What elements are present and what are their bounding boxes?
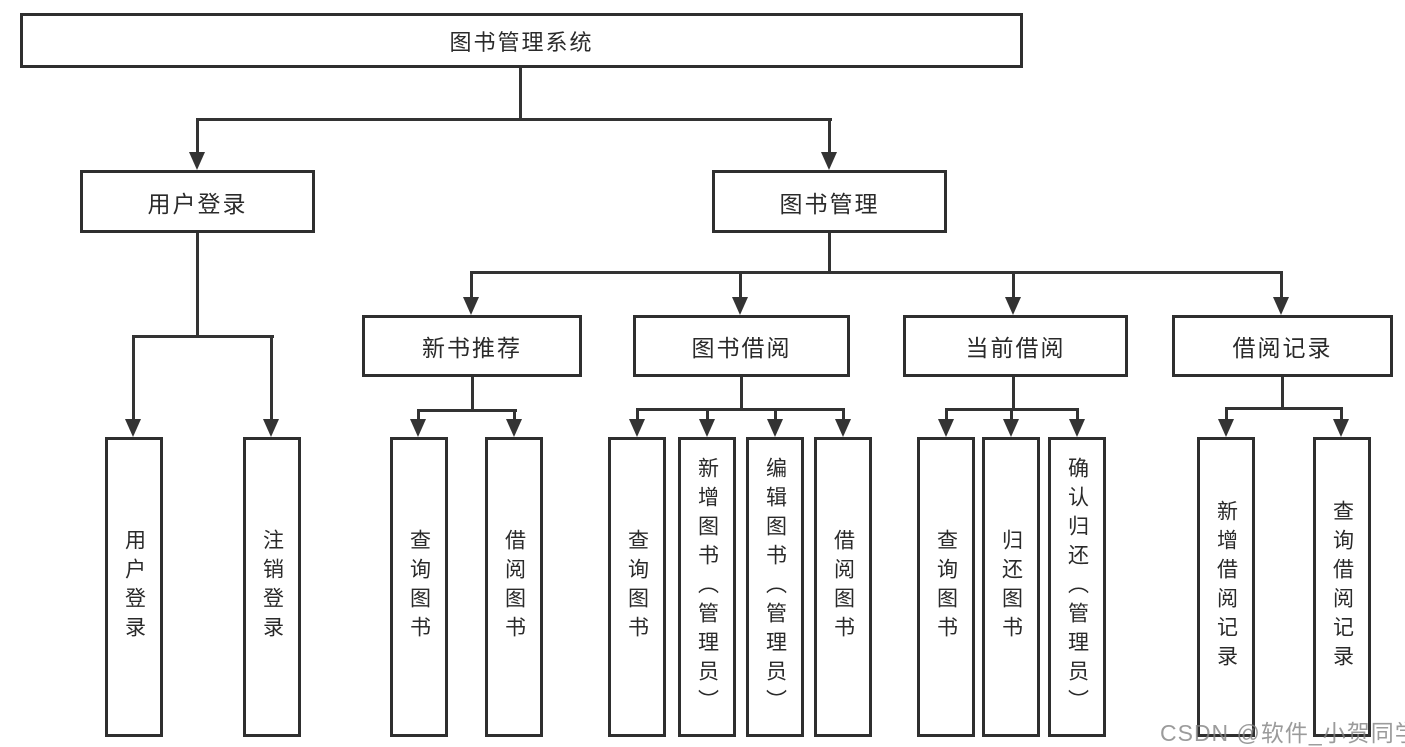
arrow-down-icon xyxy=(1003,419,1019,437)
connector-stem xyxy=(706,408,709,419)
connector-bookborrow-rail xyxy=(636,408,845,411)
leaf-borrow-books: 借阅图书 xyxy=(485,437,543,737)
connector-bookborrow-stub xyxy=(740,377,743,408)
arrow-down-icon xyxy=(125,419,141,437)
arrow-down-icon xyxy=(938,419,954,437)
node-label: 借阅图书 xyxy=(502,529,526,645)
connector-root-stub xyxy=(519,68,522,118)
connector-level1-rail xyxy=(196,118,832,121)
node-label: 借阅记录 xyxy=(1232,335,1333,361)
leaf-logout: 注销登录 xyxy=(243,437,301,737)
arrow-down-icon xyxy=(1069,419,1085,437)
node-label: 查询图书 xyxy=(934,529,958,645)
node-label: 用户登录 xyxy=(122,529,146,645)
node-label: 查询借阅记录 xyxy=(1330,500,1354,674)
connector-stem xyxy=(1280,271,1283,297)
leaf-return-books: 归还图书 xyxy=(982,437,1040,737)
arrow-down-icon xyxy=(1218,419,1234,437)
connector-records-stub xyxy=(1281,377,1284,407)
leaf-add-books-admin: 新增图书（管理员） xyxy=(678,437,736,737)
connector-stem xyxy=(842,408,845,419)
arrow-down-icon xyxy=(506,419,522,437)
node-label: 新增图书（管理员） xyxy=(695,456,719,718)
connector-stem xyxy=(417,409,420,419)
connector-current-stub xyxy=(1012,377,1015,408)
leaf-query-books: 查询图书 xyxy=(608,437,666,737)
arrow-down-icon xyxy=(1333,419,1349,437)
node-label: 归还图书 xyxy=(999,529,1023,645)
connector-stem xyxy=(196,118,199,152)
node-user-login: 用户登录 xyxy=(80,170,315,233)
node-label: 编辑图书（管理员） xyxy=(763,456,787,718)
connector-stem xyxy=(132,335,135,419)
connector-stem xyxy=(270,335,273,419)
connector-stem xyxy=(636,408,639,419)
connector-login-stub xyxy=(196,233,199,335)
connector-stem xyxy=(1076,408,1079,419)
node-label: 确认归还（管理员） xyxy=(1065,456,1089,718)
connector-stem xyxy=(1225,407,1228,419)
arrow-down-icon xyxy=(1273,297,1289,315)
node-label: 图书管理 xyxy=(779,190,880,217)
connector-stem xyxy=(513,409,516,419)
leaf-query-borrow-record: 查询借阅记录 xyxy=(1313,437,1371,737)
arrow-down-icon xyxy=(463,297,479,315)
connector-records-rail xyxy=(1225,407,1343,410)
leaf-confirm-return-admin: 确认归还（管理员） xyxy=(1048,437,1106,737)
node-label: 用户登录 xyxy=(147,190,248,217)
arrow-down-icon xyxy=(732,297,748,315)
arrow-down-icon xyxy=(821,152,837,170)
leaf-query-books: 查询图书 xyxy=(390,437,448,737)
node-book-management: 图书管理 xyxy=(712,170,947,233)
node-label: 当前借阅 xyxy=(965,335,1066,361)
node-label: 图书管理系统 xyxy=(449,29,594,55)
node-library-system: 图书管理系统 xyxy=(20,13,1023,68)
node-label: 新书推荐 xyxy=(422,335,522,361)
connector-stem xyxy=(1012,271,1015,297)
connector-stem xyxy=(1010,408,1013,419)
node-label: 注销登录 xyxy=(260,529,284,645)
connector-level2-rail xyxy=(470,271,1283,274)
connector-stem xyxy=(828,118,831,152)
node-current-borrow: 当前借阅 xyxy=(903,315,1128,377)
node-label: 图书借阅 xyxy=(691,335,792,361)
connector-stem xyxy=(1340,407,1343,419)
node-label: 查询图书 xyxy=(407,529,431,645)
leaf-user-login: 用户登录 xyxy=(105,437,163,737)
arrow-down-icon xyxy=(263,419,279,437)
leaf-edit-books-admin: 编辑图书（管理员） xyxy=(746,437,804,737)
node-book-borrow: 图书借阅 xyxy=(633,315,850,377)
arrow-down-icon xyxy=(189,152,205,170)
leaf-query-books: 查询图书 xyxy=(917,437,975,737)
node-label: 查询图书 xyxy=(625,529,649,645)
connector-newbooks-rail xyxy=(417,409,517,412)
node-label: 借阅图书 xyxy=(831,529,855,645)
connector-newbooks-stub xyxy=(471,377,474,409)
connector-stem xyxy=(470,271,473,297)
connector-mgmt-stub xyxy=(828,233,831,271)
arrow-down-icon xyxy=(1005,297,1021,315)
node-borrow-records: 借阅记录 xyxy=(1172,315,1393,377)
leaf-add-borrow-record: 新增借阅记录 xyxy=(1197,437,1255,737)
arrow-down-icon xyxy=(767,419,783,437)
arrow-down-icon xyxy=(410,419,426,437)
connector-stem xyxy=(739,271,742,297)
node-label: 新增借阅记录 xyxy=(1214,500,1238,674)
arrow-down-icon xyxy=(835,419,851,437)
arrow-down-icon xyxy=(699,419,715,437)
arrow-down-icon xyxy=(629,419,645,437)
connector-login-rail xyxy=(132,335,274,338)
connector-stem xyxy=(774,408,777,419)
csdn-watermark: CSDN @软件_小贺同学 xyxy=(1160,720,1405,746)
leaf-borrow-books: 借阅图书 xyxy=(814,437,872,737)
node-new-book-recommend: 新书推荐 xyxy=(362,315,582,377)
connector-stem xyxy=(945,408,948,419)
